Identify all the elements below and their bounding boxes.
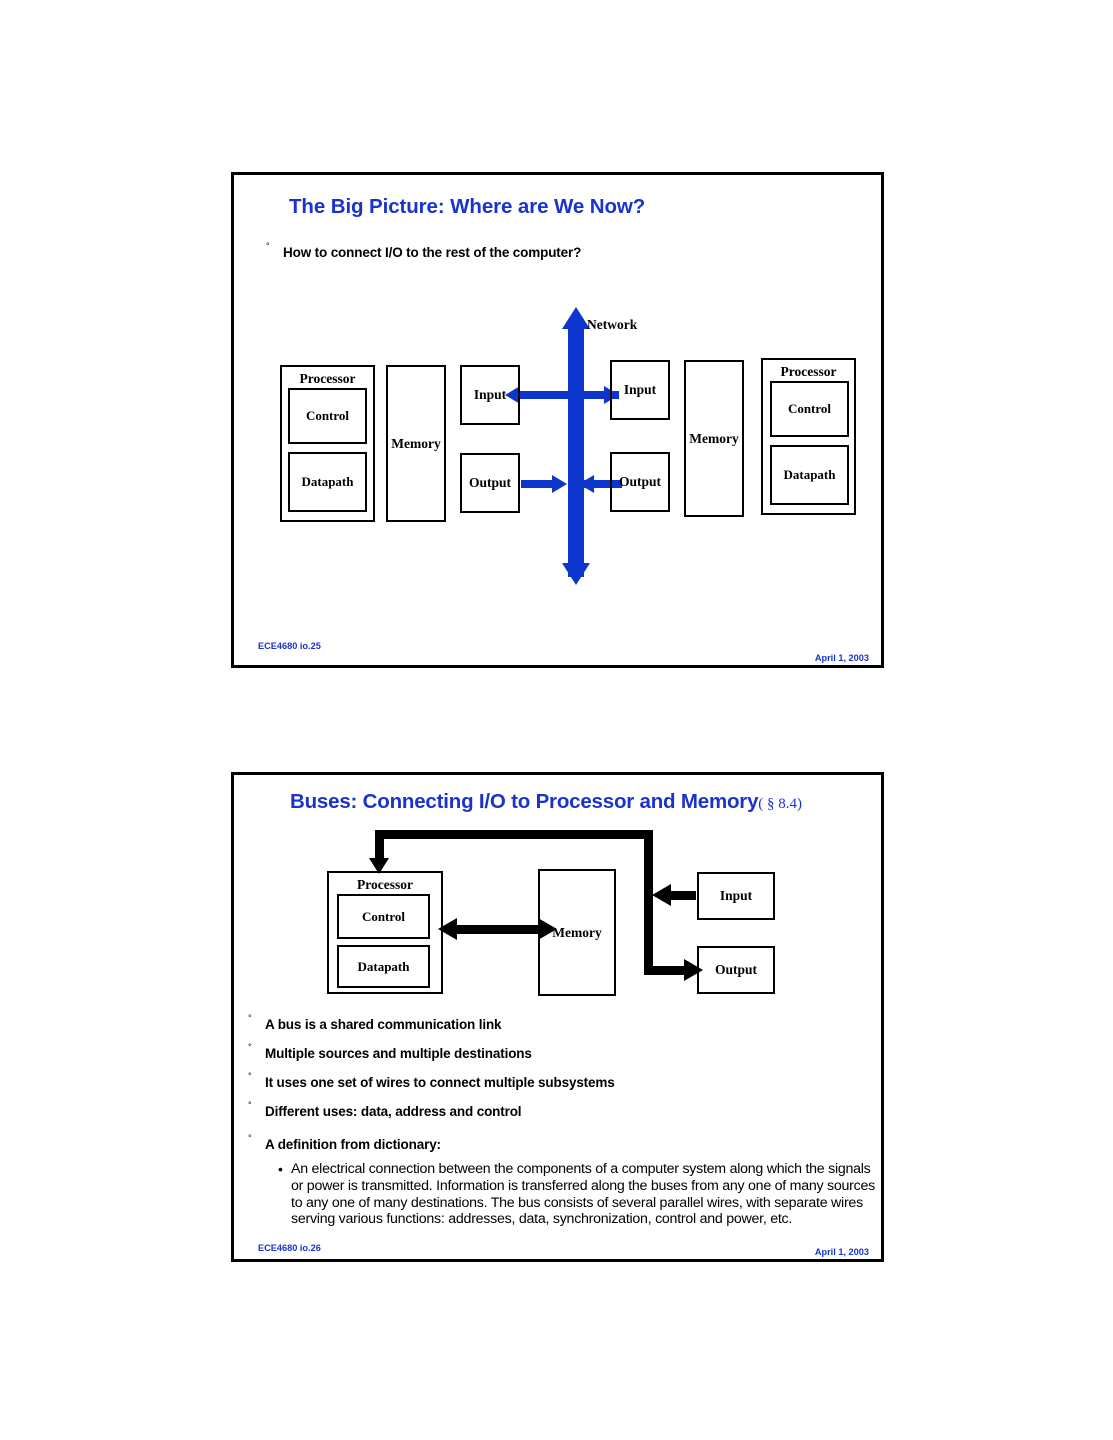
left-control-box: Control [288,388,367,444]
right-output-box: Output [610,452,670,512]
slide-buses: Buses: Connecting I/O to Processor and M… [231,772,884,1262]
right-memory-label: Memory [689,430,739,446]
bullet-marker-icon: ° [248,1071,252,1081]
bus-output-line-left [521,480,559,488]
left-processor-label: Processor [299,371,356,386]
memory-box: Memory [538,869,616,996]
input-label: Input [719,888,753,903]
bullet-text: A bus is a shared communication link [265,1017,502,1032]
sub-bullet-item: • An electrical connection between the co… [278,1161,876,1228]
bullet-item: ° Multiple sources and multiple destinat… [248,1042,532,1061]
footer-date: April 1, 2003 [814,1247,869,1257]
left-output-box: Output [460,453,520,513]
bullet-text: It uses one set of wires to connect mult… [265,1075,615,1090]
right-processor-box: Processor [761,358,856,515]
bullet-marker-icon: ° [248,1013,252,1023]
bullet-marker-icon: ° [248,1133,252,1143]
bullet-text: Different uses: data, address and contro… [265,1104,522,1119]
bus-processor-drop [375,830,384,860]
output-box: Output [697,946,775,994]
bullet-text: How to connect I/O to the rest of the co… [283,245,582,260]
left-memory-box: Memory [386,365,446,522]
left-processor-box: Processor [280,365,375,522]
bullet-text: Multiple sources and multiple destinatio… [265,1046,532,1061]
bus-vertical-line [568,325,584,577]
footer-date: April 1, 2003 [814,653,869,663]
control-box: Control [337,894,430,939]
page-title-section: ( § 8.4) [758,796,803,812]
bullet-marker-icon: ° [248,1100,252,1110]
footer-slide-id: ECE4680 io.25 [258,641,321,651]
left-input-box: Input [460,365,520,425]
bus-right-riser [644,830,653,975]
sub-bullet-marker-icon: • [278,1161,283,1177]
bus-memory-segment [456,925,546,934]
processor-box: Processor [327,871,443,994]
input-box: Input [697,872,775,920]
right-datapath-label: Datapath [783,467,836,482]
bus-arrow-down-icon [562,563,590,585]
right-datapath-box: Datapath [770,445,849,505]
slide-big-picture: The Big Picture: Where are We Now? ° How… [231,172,884,668]
output-label: Output [714,962,758,977]
page-title-text: Buses: Connecting I/O to Processor and M… [290,790,759,813]
right-control-label: Control [787,401,832,416]
left-output-label: Output [468,475,512,490]
right-control-box: Control [770,381,849,437]
bus-input-line-right [580,391,619,399]
bullet-marker-icon: ° [248,1042,252,1052]
bullet-item: ° How to connect I/O to the rest of the … [266,241,582,260]
bus-arrow-up-icon [562,307,590,329]
bus-input-line-left [520,391,572,399]
left-datapath-box: Datapath [288,452,367,512]
bus-memory-arrow-right-icon [538,918,557,940]
bus-output-arrow-left-icon [579,475,594,493]
bus-input-segment [671,891,696,900]
footer-slide-id: ECE4680 io.26 [258,1243,321,1253]
right-input-label: Input [623,382,657,397]
page-title: Buses: Connecting I/O to Processor and M… [290,790,802,814]
right-memory-box: Memory [684,360,744,517]
datapath-label: Datapath [357,958,410,974]
bus-processor-arrow-icon [369,858,389,874]
bus-output-line-right [584,480,622,488]
bus-input-arrow-left-icon [505,386,520,404]
right-processor-label: Processor [780,364,837,379]
bullet-text: A definition from dictionary: [265,1137,441,1152]
control-label: Control [361,908,406,924]
right-input-box: Input [610,360,670,420]
page-title: The Big Picture: Where are We Now? [289,195,646,218]
bus-top-segment [375,830,653,839]
bullet-item: ° Different uses: data, address and cont… [248,1100,522,1119]
bullet-marker-icon: ° [266,241,270,251]
sub-bullet-text: An electrical connection between the com… [291,1161,875,1228]
processor-label: Processor [357,877,413,892]
bullet-item: ° A bus is a shared communication link [248,1013,502,1032]
left-datapath-label: Datapath [301,474,354,489]
bus-output-arrow-right-icon [552,475,567,493]
left-memory-label: Memory [391,435,441,451]
datapath-box: Datapath [337,945,430,988]
right-output-label: Output [618,474,662,489]
bus-output-segment [644,966,691,975]
left-control-label: Control [305,408,350,423]
bullet-item: ° A definition from dictionary: [248,1133,441,1152]
memory-label: Memory [552,924,602,940]
bus-input-arrow-icon [652,884,671,906]
network-label: Network [587,317,638,332]
bullet-item: ° It uses one set of wires to connect mu… [248,1071,615,1090]
left-input-label: Input [473,387,507,402]
